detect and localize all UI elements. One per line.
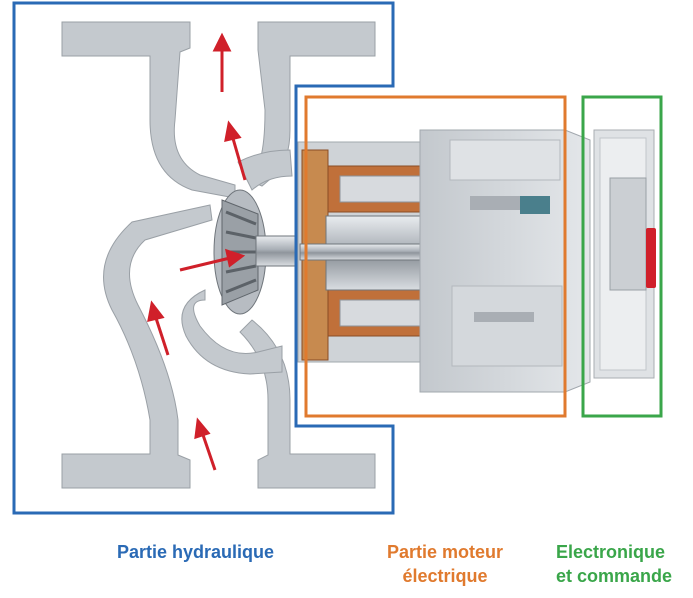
flow-arrow-icon xyxy=(215,36,229,92)
control-knob xyxy=(646,228,656,288)
flow-arrow-icon xyxy=(196,421,215,470)
flow-arrow-icon xyxy=(226,124,245,180)
electronics-module-icon xyxy=(594,130,656,378)
label-motor-line2: électrique xyxy=(365,564,525,588)
label-hydraulic-text: Partie hydraulique xyxy=(117,540,274,564)
label-motor: Partie moteur électrique xyxy=(365,540,525,588)
label-electronic-line2: et commande xyxy=(556,564,672,588)
label-motor-line1: Partie moteur xyxy=(365,540,525,564)
label-electronic: Electronique et commande xyxy=(556,540,672,588)
bottom-left-flange xyxy=(62,205,212,488)
top-left-flange xyxy=(62,22,235,198)
label-electronic-line1: Electronique xyxy=(556,540,672,564)
label-hydraulic: Partie hydraulique xyxy=(117,540,274,564)
